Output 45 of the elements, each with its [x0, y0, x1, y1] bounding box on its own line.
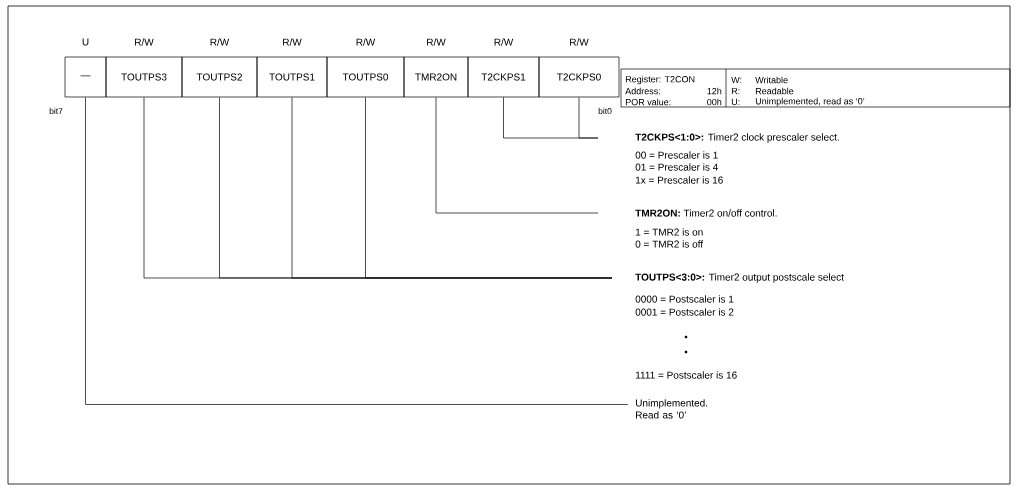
register-bit-cell: T2CKPS0: [538, 56, 620, 98]
key-text: Unimplemented, read as ‘0’: [755, 97, 865, 107]
register-bit-cell: TOUTPS3: [105, 56, 183, 98]
access-label: R/W: [494, 38, 514, 46]
access-label: R/W: [135, 38, 154, 46]
value-text: 0 = TMR2 is off: [635, 240, 704, 248]
leader-line: [365, 97, 613, 279]
key-text: POR value:: [625, 98, 671, 106]
value-text: 1111 = Postscaler is 16: [635, 371, 737, 379]
leader-line: [85, 97, 629, 405]
value-text: 1 = TMR2 is on: [635, 228, 703, 236]
description-text: TOUTPS<3:0>: Timer2 output postscale select: [635, 273, 844, 283]
value-text: 00 = Prescaler is 1: [635, 151, 718, 159]
leader-line: [435, 97, 599, 214]
key-text: Readable: [755, 87, 794, 95]
key-text: 12h: [707, 87, 722, 95]
register-bit-cell: TMR2ON: [403, 56, 469, 98]
register-bit-cell: TOUTPS1: [256, 56, 328, 98]
key-text: Writable: [755, 76, 788, 84]
register-bit-cell: TOUTPS0: [326, 56, 405, 98]
access-label: R/W: [356, 38, 376, 46]
leader-line: [578, 97, 599, 139]
access-label: R/W: [570, 38, 589, 46]
description-text: Unimplemented. Read as ‘0’: [635, 399, 708, 419]
description-text: T2CKPS<1:0>: Timer2 clock prescaler select.: [635, 133, 839, 143]
value-text: 0000 = Postscaler is 1: [635, 295, 734, 303]
value-text: 01 = Prescaler is 4: [635, 163, 718, 171]
bit-label: bit7: [49, 107, 63, 115]
bullet-dot: •: [684, 335, 688, 339]
access-label: R/W: [210, 38, 230, 46]
value-text: 1x = Prescaler is 16: [635, 176, 723, 184]
bullet-dot: •: [684, 350, 688, 354]
key-text: 00h: [707, 98, 722, 106]
register-bit-cell: T2CKPS1: [467, 56, 540, 98]
access-label: R/W: [427, 38, 446, 46]
register-bit-cell: TOUTPS2: [181, 56, 258, 98]
access-label: U: [82, 38, 89, 46]
access-label: R/W: [283, 38, 302, 46]
key-text: U:: [731, 98, 740, 106]
key-text: W:: [731, 76, 742, 84]
description-text: TMR2ON: Timer2 on/off control.: [635, 209, 777, 217]
key-text: R:: [731, 87, 740, 95]
bit-label: bit0: [598, 107, 612, 115]
value-text: 0001 = Postscaler is 2: [635, 308, 734, 316]
register-bit-cell: —: [64, 56, 107, 98]
